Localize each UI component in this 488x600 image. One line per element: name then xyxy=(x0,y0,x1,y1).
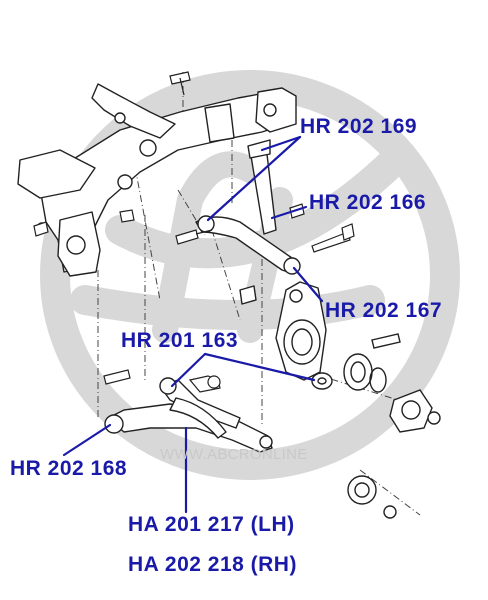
wheel-hub xyxy=(347,389,441,519)
label-hr202167: HR 202 167 xyxy=(325,299,443,322)
watermark-text: WWW.ABCRONLINE xyxy=(160,446,308,463)
leader-hr202168 xyxy=(62,423,112,457)
label-ha202218: HA 202 218 (RH) xyxy=(128,553,297,576)
label-ha201217: HA 201 217 (LH) xyxy=(128,513,295,536)
bushing-hr201163 xyxy=(311,372,333,390)
leader-hr201163-a xyxy=(170,352,207,388)
label-hr202169: HR 202 169 xyxy=(300,115,418,138)
upper-link-bolts xyxy=(175,203,355,253)
hub-bearing xyxy=(343,333,401,393)
wheel-carrier xyxy=(239,281,327,381)
leader-hr202167 xyxy=(292,266,324,303)
upper-control-link xyxy=(195,139,301,275)
lower-wishbone xyxy=(104,377,273,453)
leader-hr202169-a xyxy=(260,135,302,152)
leader-hr202169-b xyxy=(206,135,302,222)
label-hr201163: HR 201 163 xyxy=(121,329,239,352)
leader-hr202166 xyxy=(270,205,308,220)
leader-hr201163-b xyxy=(203,352,316,382)
label-hr202168: HR 202 168 xyxy=(10,457,128,480)
rear-subframe xyxy=(17,83,297,277)
label-hr202166: HR 202 166 xyxy=(309,191,427,214)
leader-lines xyxy=(62,135,324,514)
lower-bolts xyxy=(103,369,221,393)
